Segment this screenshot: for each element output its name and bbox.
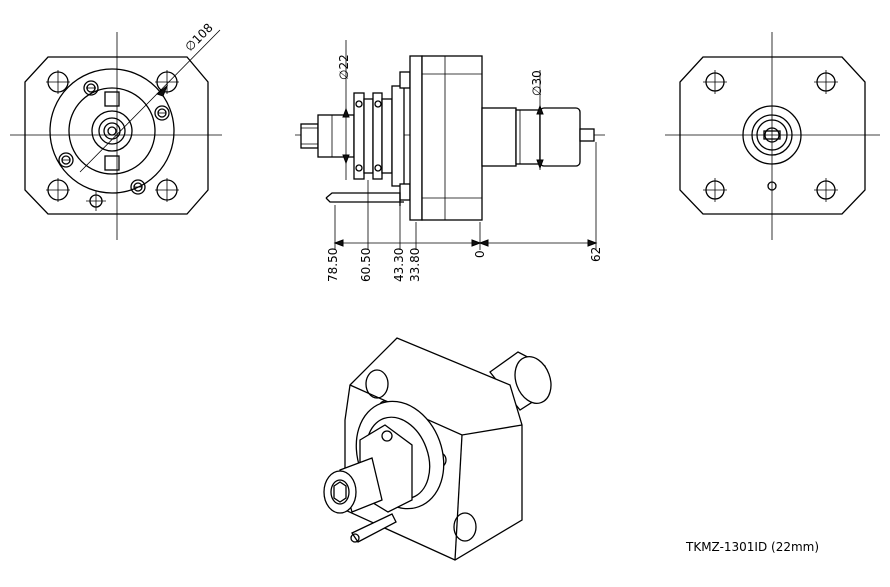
mounting-holes [46,70,179,202]
diameter-108-label: ∅108 [182,21,215,54]
dim-33-80: 33.80 [408,248,422,282]
dim-0: 0 [473,250,487,258]
dim-43-30: 43.30 [392,248,406,282]
rear-view [665,32,880,240]
rear-flange-outline [679,56,866,215]
front-view: ∅108 [10,21,222,240]
flange-outline [24,56,209,215]
dim-60-50: 60.50 [359,248,373,282]
dim-78-50: 78.50 [326,248,340,282]
diameter-22-label: ∅22 [337,54,351,80]
side-view: ∅22 ∅30 78.50 60.50 43.30 33.80 0 62 [295,40,605,282]
rear-mounting-holes [703,70,838,202]
diameter-leader [79,29,221,173]
outer-ring [49,68,175,194]
ring-screws [58,80,170,211]
diameter-30-label: ∅30 [530,70,544,96]
dim-62: 62 [589,247,603,262]
isometric-view [323,337,552,561]
model-caption: TKMZ-1301ID (22mm) [686,540,820,554]
